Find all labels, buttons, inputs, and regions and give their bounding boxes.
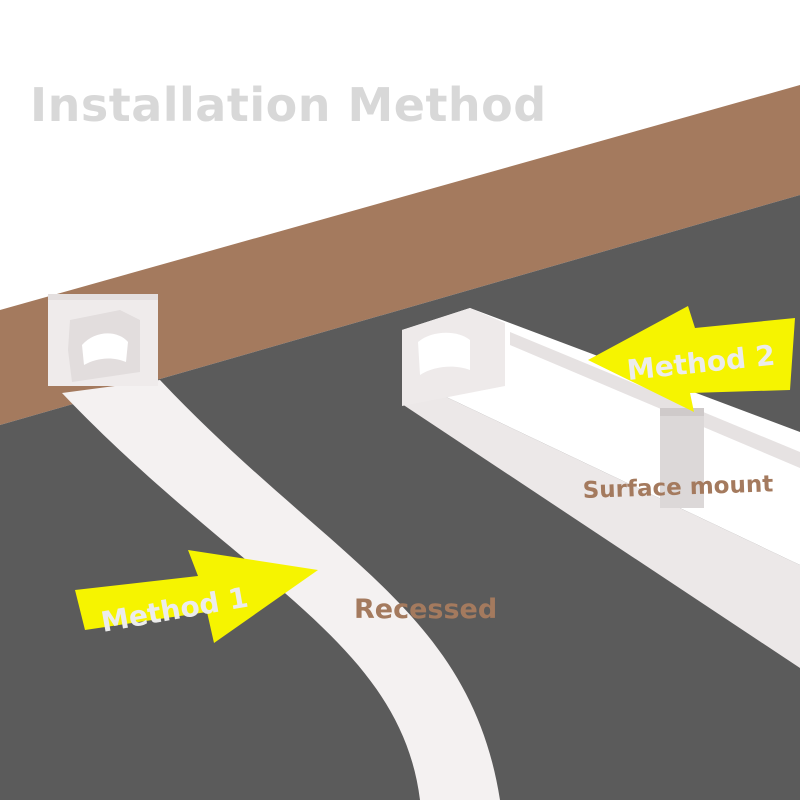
method2-arrow: Method 2 <box>588 306 795 412</box>
recessed-label: Recessed <box>354 594 497 625</box>
wall-band <box>0 85 800 425</box>
page-title: Installation Method <box>30 78 547 132</box>
recessed-profile <box>48 294 500 800</box>
surface-profile <box>402 308 800 668</box>
dark-surface <box>0 195 800 800</box>
